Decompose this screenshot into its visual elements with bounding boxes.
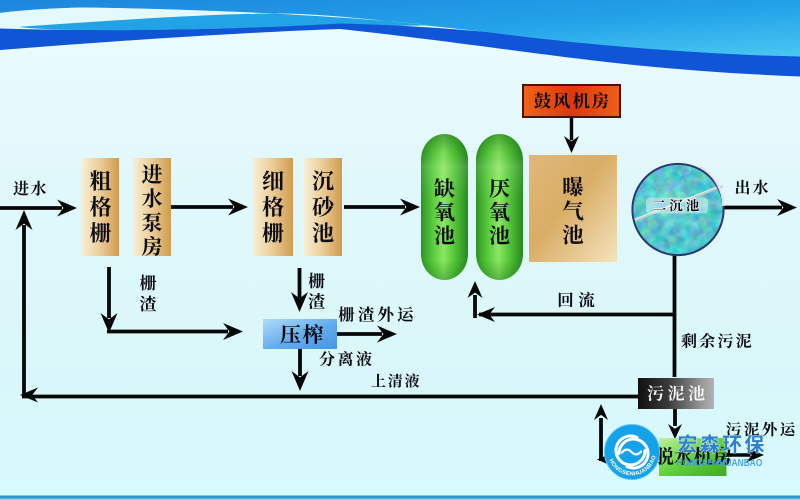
svg-text:HONGSENHUANBAO: HONGSENHUANBAO: [677, 458, 763, 469]
